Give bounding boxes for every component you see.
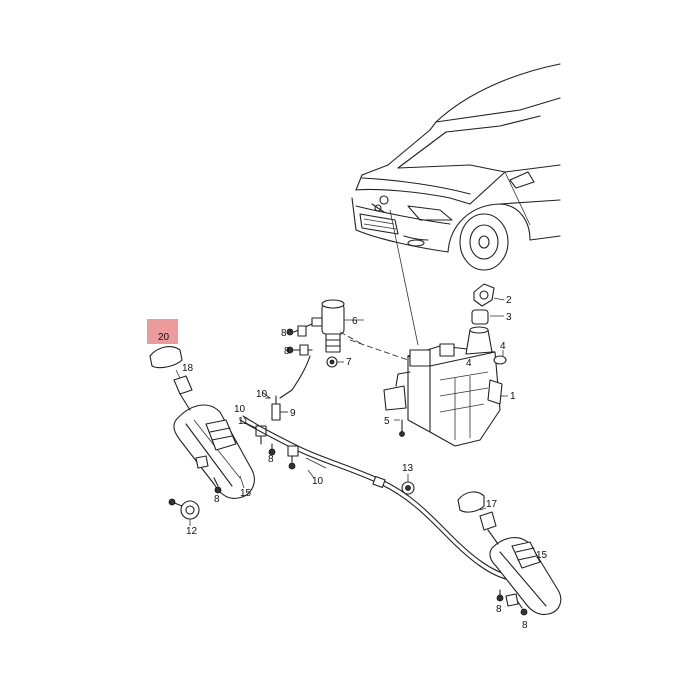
right-grommets — [496, 589, 528, 616]
right-cover — [457, 491, 485, 513]
part-12-clip — [168, 498, 200, 526]
label-8-right-lower: 8 — [522, 620, 528, 631]
label-13: 13 — [402, 463, 414, 474]
part-10-clip-upper — [261, 391, 271, 399]
part-9-connector — [271, 395, 288, 421]
pump-connectors — [286, 323, 313, 356]
label-4-lower: 4 — [466, 358, 472, 369]
label-8-pump-lower: 8 — [284, 346, 290, 357]
leader-lines — [175, 369, 537, 559]
pump-dashed-leader-2 — [339, 331, 363, 345]
label-4: 4 — [500, 341, 506, 352]
label-5: 5 — [384, 416, 390, 427]
right-headlight-washer — [479, 511, 562, 616]
label-10-lower: 10 — [312, 476, 324, 487]
label-17: 17 — [486, 499, 498, 510]
label-15-left: 15 — [240, 488, 252, 499]
label-20: 20 — [158, 332, 170, 343]
left-headlight-washer — [173, 375, 255, 499]
upper-hose — [279, 355, 311, 399]
label-9: 9 — [290, 408, 296, 419]
label-18: 18 — [182, 363, 194, 374]
part-13-grommet — [401, 474, 415, 495]
label-11: 11 — [238, 416, 249, 427]
part-3-seal — [471, 309, 504, 325]
part-4-grommet — [493, 350, 507, 365]
car-to-reservoir-leader — [389, 209, 419, 346]
label-8-left: 8 — [268, 454, 274, 465]
label-2: 2 — [506, 295, 512, 306]
part-7-grommet — [326, 356, 344, 368]
washer-fluid-reservoir — [383, 326, 503, 447]
label-8-left-lower: 8 — [214, 494, 220, 505]
label-15-right: 15 — [536, 550, 548, 561]
part-20-cover — [149, 346, 183, 369]
washer-pump — [311, 299, 364, 353]
part-2-cap — [473, 283, 505, 307]
label-8-right: 8 — [496, 604, 502, 615]
pump-dashed-leader — [349, 339, 409, 361]
part-labels: 1 2 3 4 5 6 7 8 8 8 9 10 10 10 11 12 13 … — [158, 295, 548, 561]
label-10-mid: 10 — [234, 404, 246, 415]
label-6: 6 — [352, 316, 358, 327]
part-5-screw — [394, 419, 405, 437]
label-1: 1 — [510, 391, 516, 402]
part-11-connector — [247, 423, 267, 445]
label-8-pump: 8 — [281, 328, 287, 339]
label-10-upper: 10 — [256, 389, 268, 400]
main-hose — [239, 415, 513, 581]
car-illustration — [351, 63, 561, 271]
label-12: 12 — [186, 526, 198, 537]
part-20-highlight — [147, 319, 178, 344]
label-3: 3 — [506, 312, 512, 323]
label-7: 7 — [346, 357, 352, 368]
left-grommets — [195, 443, 276, 494]
